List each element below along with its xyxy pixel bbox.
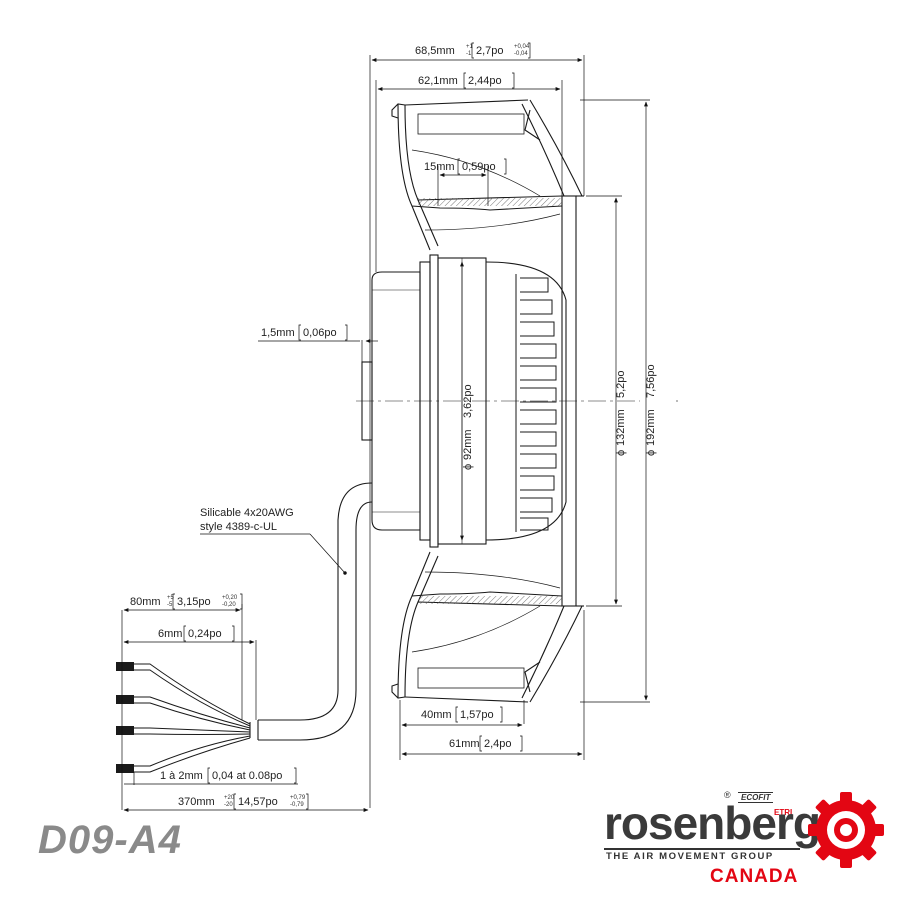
dim-outer-diameter-metric: 192mm xyxy=(645,409,657,446)
dim-inlet-diameter-metric: 132mm xyxy=(615,409,627,446)
svg-text:+0,04: +0,04 xyxy=(514,44,530,50)
dim-lead-tin-metric: 1 à 2mm xyxy=(160,770,203,782)
svg-text:-0,04: -0,04 xyxy=(514,51,528,57)
inlet-cone-bottom xyxy=(404,601,563,698)
registered-mark: ® xyxy=(724,790,731,800)
dim-impeller-depth-imperial: 2,44po xyxy=(468,75,502,87)
brand-tagline: THE AIR MOVEMENT GROUP xyxy=(606,851,774,862)
svg-text:+20: +20 xyxy=(224,795,235,801)
dim-impeller-depth-metric: 62,1mm xyxy=(418,75,458,87)
dim-mount-depth-imperial: 2,4po xyxy=(484,738,512,750)
blade-top xyxy=(529,99,583,197)
dim-cover-gap-imperial: 0,06po xyxy=(303,327,337,339)
dim-inlet-diameter-symbol: ϕ xyxy=(615,450,627,456)
dim-cable-length-imperial: 14,57po xyxy=(238,796,278,808)
dim-hub-diameter-metric: 92mm xyxy=(462,429,474,460)
dim-lead-strip-imperial: 0,24po xyxy=(188,628,222,640)
model-code: D09-A4 xyxy=(38,818,182,862)
dim-outlet-width-metric: 40mm xyxy=(421,709,452,721)
dim-outer-diameter-symbol: ϕ xyxy=(645,450,657,456)
etri-label: ETRI xyxy=(774,808,793,817)
dim-hub-offset-metric: 15mm xyxy=(424,161,455,173)
fan-outline xyxy=(249,99,678,741)
brand-region: CANADA xyxy=(710,866,799,887)
svg-text:+1: +1 xyxy=(466,44,474,50)
cooling-fins xyxy=(515,274,557,532)
dim-hub-diameter-symbol: ϕ xyxy=(462,464,474,470)
cover-cap xyxy=(361,361,373,441)
blade-bottom xyxy=(529,605,583,703)
svg-text:+0,20: +0,20 xyxy=(222,595,238,601)
svg-text:-20: -20 xyxy=(224,802,233,808)
dim-overall-depth-imperial: 2,7po xyxy=(476,45,504,57)
hub-shroud xyxy=(485,261,567,541)
svg-text:-0,79: -0,79 xyxy=(290,802,304,808)
dim-cover-gap-metric: 1,5mm xyxy=(261,327,295,339)
cable-sheath xyxy=(258,482,373,721)
dim-hub-offset-imperial: 0,59po xyxy=(462,161,496,173)
rosenberg-fan-icon xyxy=(808,792,884,868)
dim-lead-strip-metric: 6mm xyxy=(158,628,182,640)
svg-text:-1: -1 xyxy=(466,51,472,57)
dim-mount-depth-metric: 61mm xyxy=(449,738,480,750)
ecofit-label: ECOFIT xyxy=(738,792,774,803)
back-plate xyxy=(561,195,577,607)
dim-inlet-diameter-imperial: 5,2po xyxy=(615,370,627,398)
dim-outer-diameter-imperial: 7,56po xyxy=(645,364,657,398)
svg-text:-0,20: -0,20 xyxy=(222,602,236,608)
dim-hub-diameter-imperial: 3,62po xyxy=(462,384,474,418)
wire-tips xyxy=(116,662,134,773)
dim-cable-length-metric: 370mm xyxy=(178,796,215,808)
dim-lead-tin-imperial: 0,04 at 0.08po xyxy=(212,770,282,782)
dim-lead-sheath-metric: 80mm xyxy=(130,596,161,608)
dim-outlet-width-imperial: 1,57po xyxy=(460,709,494,721)
wire-leads xyxy=(122,663,251,773)
svg-text:+0,79: +0,79 xyxy=(290,795,306,801)
svg-text:-5: -5 xyxy=(167,602,173,608)
brand-name: rosenberg xyxy=(604,797,821,849)
dimension-labels: 68,5mm +1 -1 2,7po +0,04 -0,04 62,1mm 2,… xyxy=(130,44,657,808)
logo-rule xyxy=(604,848,800,850)
imperial-brackets xyxy=(172,42,531,810)
dim-lead-sheath-imperial: 3,15po xyxy=(177,596,211,608)
dimension-lines xyxy=(121,55,650,812)
inlet-cone-top xyxy=(404,104,563,201)
cable-note-line-1: Silicable 4x20AWG xyxy=(200,507,294,519)
dim-overall-depth-metric: 68,5mm xyxy=(415,45,455,57)
svg-text:+5: +5 xyxy=(167,595,175,601)
cable-note-line-2: style 4389-c-UL xyxy=(200,521,277,533)
